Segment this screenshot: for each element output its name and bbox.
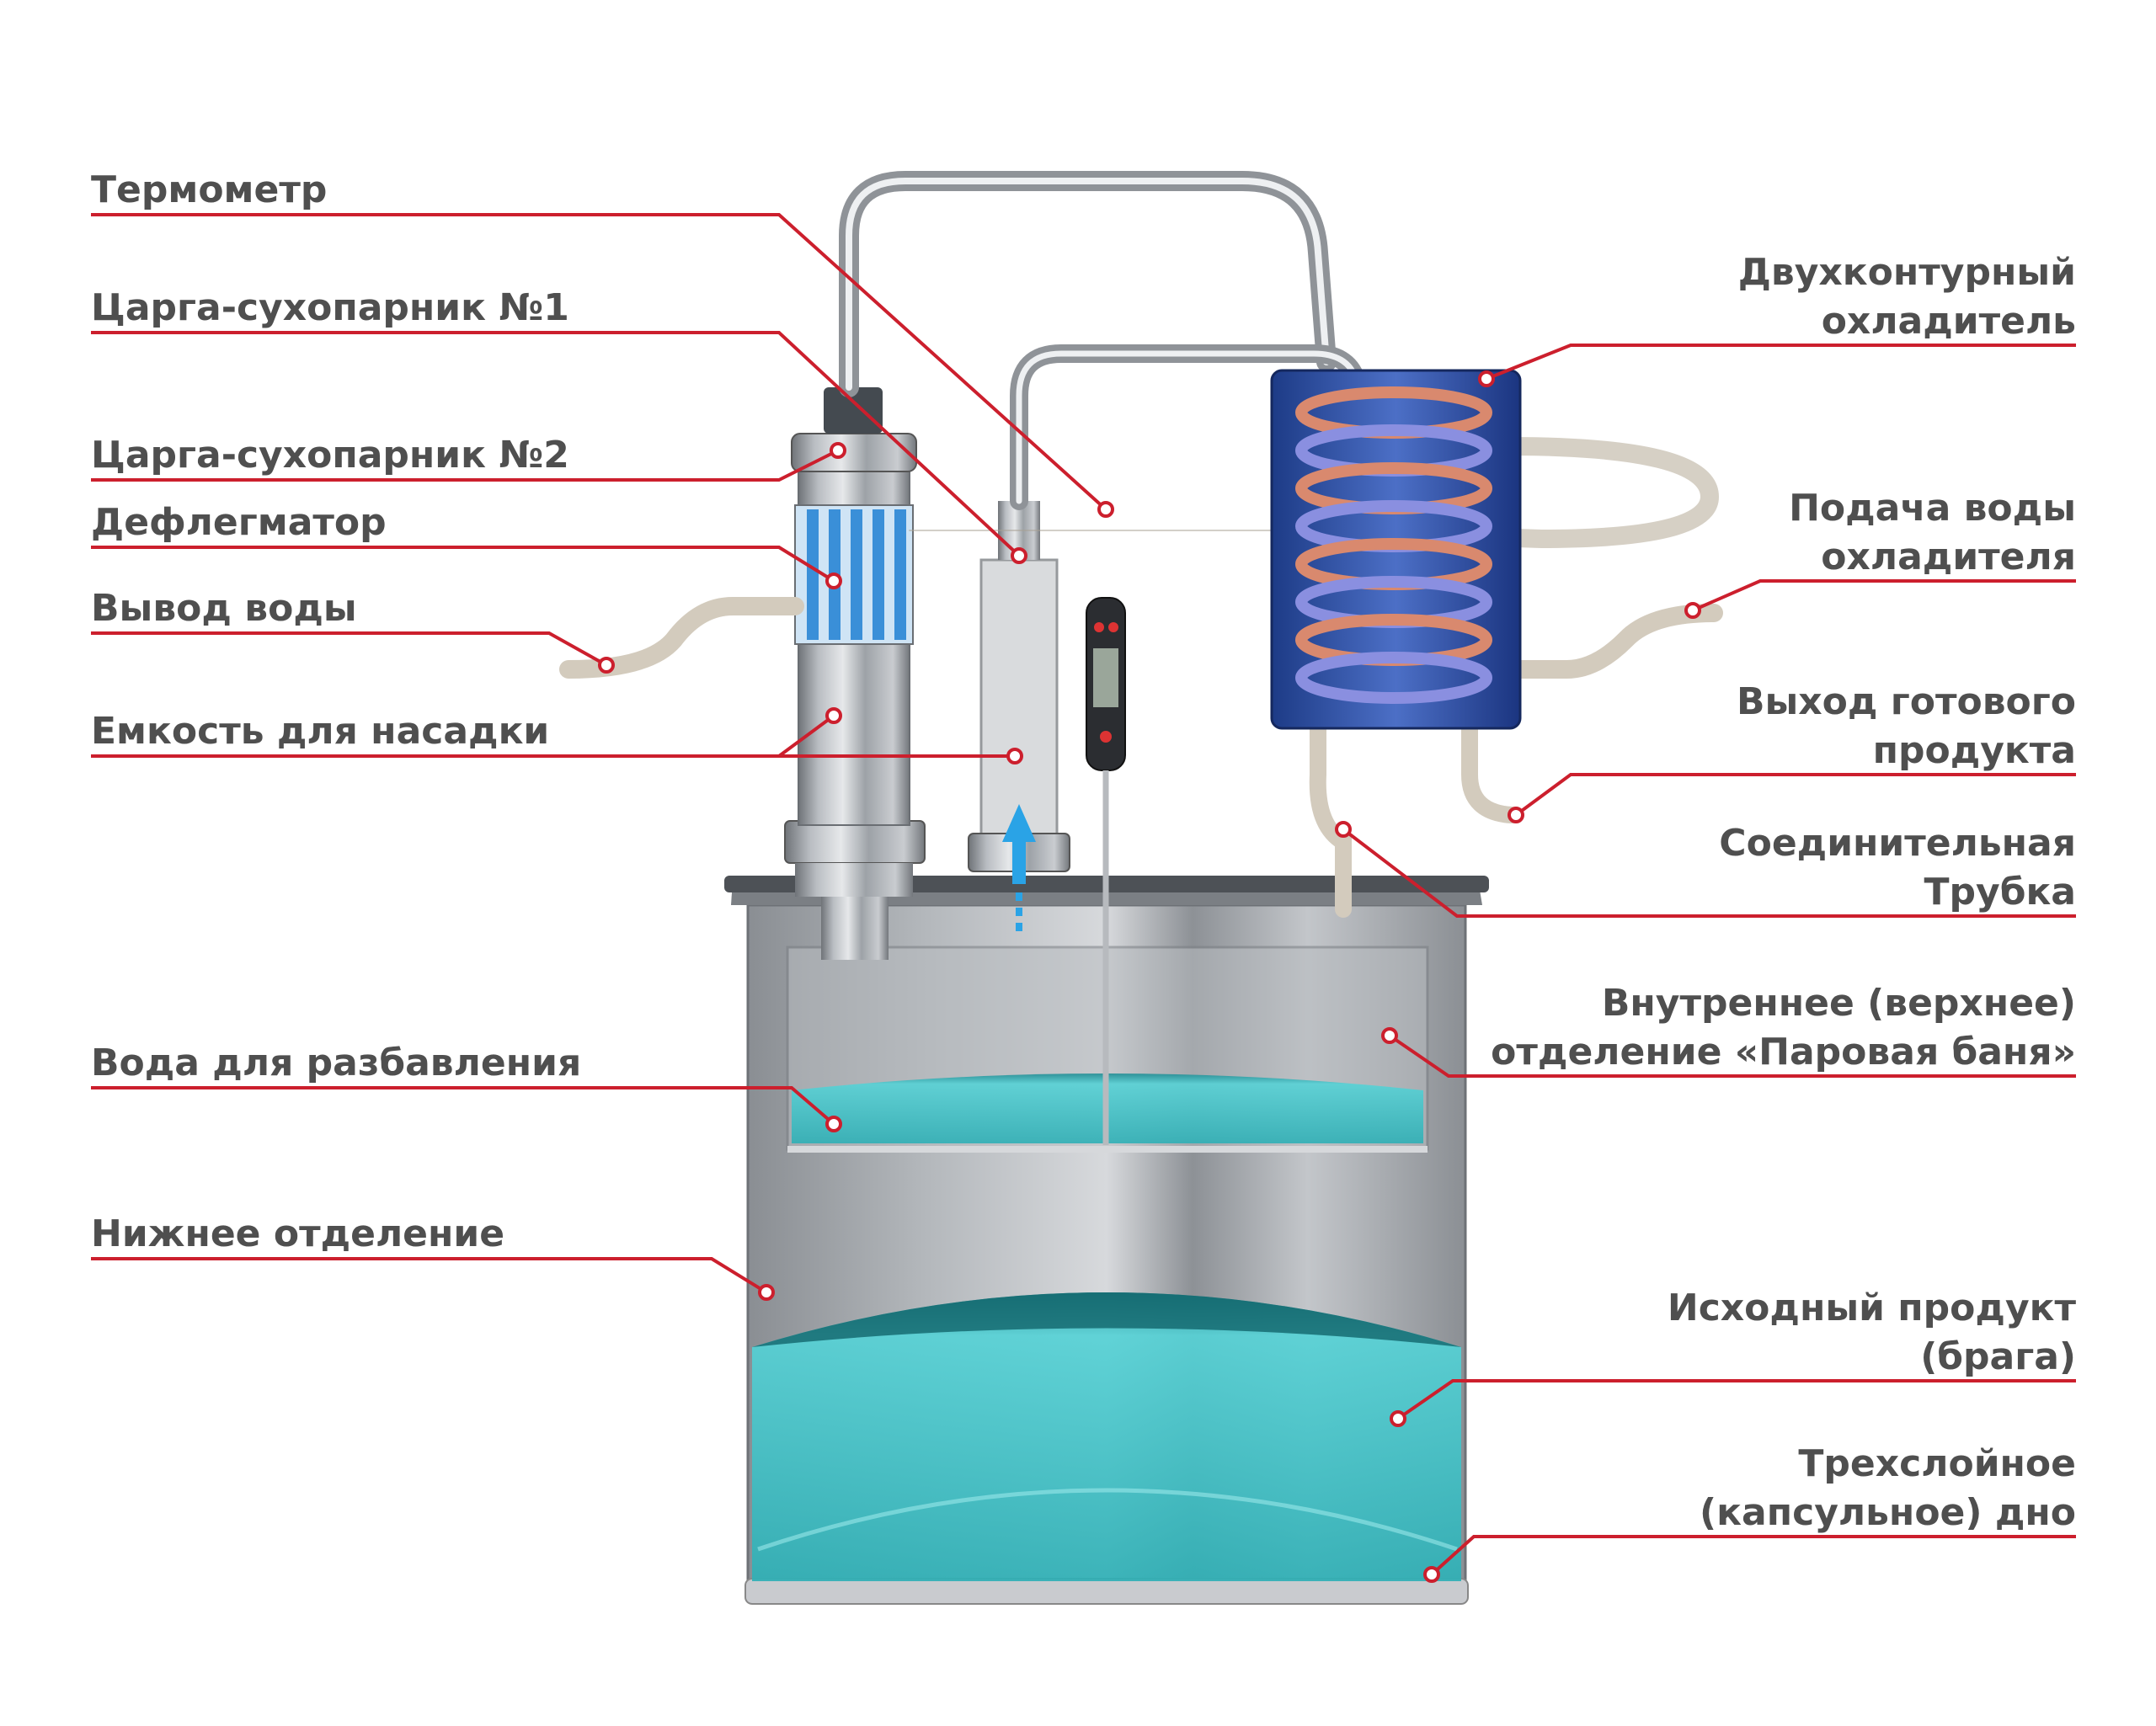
- label-connector: Соединительная Трубка: [1719, 819, 2076, 917]
- label-source: Исходный продукт (брага): [1668, 1284, 2076, 1382]
- column: [784, 387, 926, 960]
- label-lower-section: Нижнее отделение: [91, 1212, 505, 1255]
- vapor-pipes: [559, 171, 1723, 918]
- label-connector-line-2: Трубка: [1924, 871, 2076, 914]
- label-cooler-line-2: охладитель: [1821, 300, 2076, 343]
- label-source-line-2: (брага): [1920, 1335, 2076, 1378]
- label-cooler: Двухконтурный охладитель: [1738, 248, 2076, 346]
- label-product-out-line-1: Выход готового: [1736, 680, 2076, 723]
- label-thermometer: Термометр: [91, 168, 328, 211]
- label-connector-line-1: Соединительная: [1719, 822, 2076, 865]
- label-inner-section-line-2: отделение «Паровая баня»: [1491, 1031, 2076, 1073]
- label-column-2: Царга-сухопарник №2: [91, 434, 569, 477]
- label-bottom-line-2: (капсульное) дно: [1700, 1491, 2076, 1534]
- label-dephlegmator: Дефлегматор: [91, 501, 387, 544]
- cooling-coil: [1295, 386, 1492, 704]
- packing-container: [968, 501, 1070, 935]
- label-cooler-line-1: Двухконтурный: [1737, 251, 2076, 294]
- capsule-bottom: [744, 1578, 1469, 1605]
- thermometer-icon: [1086, 597, 1126, 1145]
- arrow-up-icon: [1002, 804, 1036, 884]
- label-bottom: Трехслойное (капсульное) дно: [1700, 1440, 2076, 1537]
- leader-lines: [91, 213, 2076, 1576]
- label-inner-section-line-1: Внутреннее (верхнее): [1601, 982, 2076, 1025]
- label-column-1: Царга-сухопарник №1: [91, 286, 569, 329]
- label-product-out-line-2: продукта: [1872, 729, 2076, 772]
- label-dilution-water: Вода для разбавления: [91, 1041, 582, 1084]
- leader-dots: [598, 370, 1701, 1583]
- label-water-in-line-1: Подача воды: [1789, 487, 2076, 530]
- label-inner-section: Внутреннее (верхнее) отделение «Паровая …: [1491, 979, 2076, 1077]
- label-packing: Емкость для насадки: [91, 710, 550, 753]
- label-water-out: Вывод воды: [91, 587, 357, 630]
- source-liquid: [752, 1292, 1461, 1581]
- label-water-in-line-2: охладителя: [1821, 535, 2076, 578]
- label-source-line-1: Исходный продукт: [1667, 1287, 2076, 1329]
- double-circuit-cooler: [1270, 369, 1522, 730]
- label-bottom-line-1: Трехслойное: [1798, 1442, 2076, 1485]
- label-water-in: Подача воды охладителя: [1789, 484, 2076, 582]
- label-product-out: Выход готового продукта: [1737, 678, 2076, 775]
